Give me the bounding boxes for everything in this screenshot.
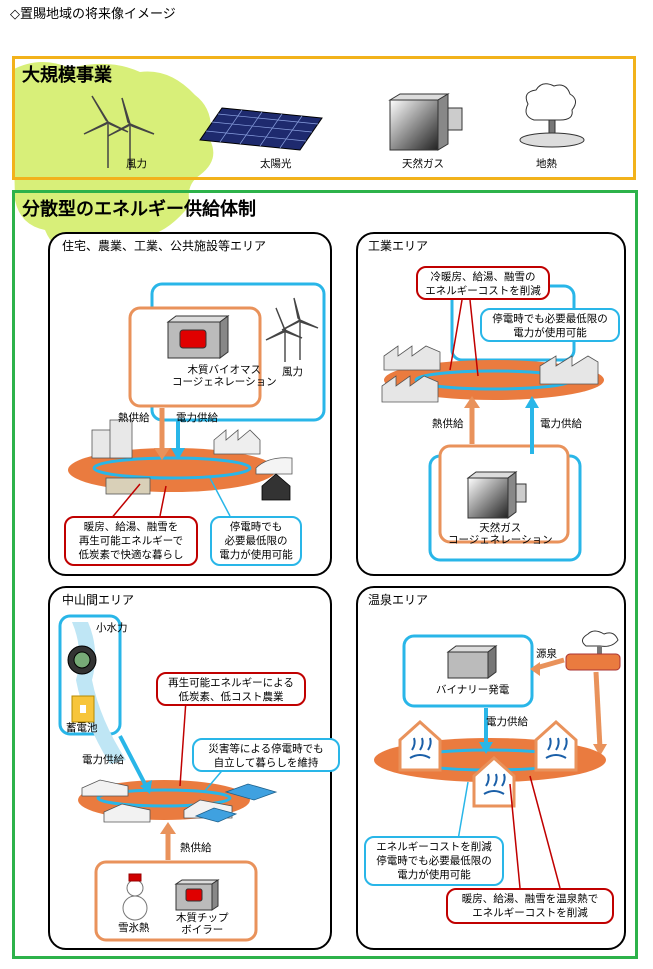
hotspring-title: 温泉エリア (368, 593, 429, 607)
mountain-title: 中山間エリア (62, 593, 135, 607)
biomass-label: 木質バイオマス コージェネレーション (172, 364, 277, 389)
hydro-label: 小水力 (96, 622, 128, 634)
binary-label: バイナリー発電 (436, 684, 510, 696)
large-scale-frame (12, 56, 636, 180)
mountain-red-callout: 再生可能エネルギーによる 低炭素、低コスト農業 (156, 672, 306, 706)
biomass-unit-icon (166, 315, 230, 359)
gas-cogeneration-label: 天然ガス コージェネレーション (448, 522, 553, 547)
industrial-title: 工業エリア (368, 239, 429, 253)
gas-label: 天然ガス (402, 158, 444, 170)
solar-label: 太陽光 (260, 158, 292, 170)
house-icon (261, 473, 291, 501)
page-title: ◇置賜地域の将来像イメージ (10, 7, 176, 22)
distributed-heading: 分散型のエネルギー供給体制 (22, 199, 256, 220)
industrial-blue-callout: 停電時でも必要最低限の 電力が使用可能 (480, 308, 620, 342)
town-building-icon (105, 477, 151, 495)
hot-spring-source-icon (565, 630, 621, 671)
distributed-frame (12, 190, 638, 959)
blue-roof-building-icon (194, 783, 278, 823)
wind-turbine-small-icon (265, 297, 319, 362)
residential-blue-callout: 停電時でも 必要最低限の 電力が使用可能 (210, 516, 302, 566)
wood-chip-boiler-icon (174, 879, 220, 911)
factory-building-icon (213, 429, 261, 455)
residential-power-label: 電力供給 (176, 412, 218, 424)
hospital-building-icon (91, 419, 133, 459)
industrial-heat-label: 熱供給 (432, 418, 464, 430)
snowman-icon (122, 873, 148, 921)
industrial-red-callout: 冷暖房、給湯、融雪の エネルギーコストを削減 (416, 266, 550, 300)
mountain-blue-callout: 災害等による停電時でも 自立して暮らしを維持 (192, 738, 340, 772)
battery-label: 蓄電池 (66, 722, 98, 734)
residential-title: 住宅、農業、工業、公共施設等エリア (62, 239, 267, 253)
greenhouse-icon (255, 457, 293, 475)
residential-red-callout: 暖房、給湯、融雪を 再生可能エネルギーで 低炭素で快適な暮らし (64, 516, 198, 566)
binary-generator-icon (446, 645, 498, 679)
battery-icon (71, 695, 95, 723)
hotspring-power-label: 電力供給 (486, 716, 528, 728)
wind-turbine-icon (83, 95, 155, 170)
residential-heat-label: 熱供給 (118, 412, 150, 424)
snow-ice-label: 雪氷熱 (118, 922, 150, 934)
hotspring-red-callout: 暖房、給湯、融雪を温泉熱で エネルギーコストを削減 (446, 888, 614, 924)
wind-small-label: 風力 (282, 366, 303, 378)
gas-cogeneration-icon (466, 471, 527, 519)
source-label: 源泉 (536, 648, 557, 660)
hotspring-blue-callout: エネルギーコストを削減 停電時でも必要最低限の 電力が使用可能 (364, 836, 504, 886)
industrial-power-label: 電力供給 (540, 418, 582, 430)
solar-panel-icon (199, 107, 323, 151)
geothermal-icon (519, 83, 585, 148)
water-turbine-icon (67, 645, 97, 675)
mountain-power-label: 電力供給 (82, 754, 124, 766)
geothermal-label: 地熱 (536, 158, 557, 170)
factory-icon (381, 345, 599, 403)
gas-plant-icon (388, 93, 463, 151)
mountain-heat-label: 熱供給 (180, 842, 212, 854)
wind-label: 風力 (126, 158, 147, 170)
wood-chip-label: 木質チップ ボイラー (176, 912, 229, 937)
large-scale-heading: 大規模事業 (22, 65, 112, 86)
